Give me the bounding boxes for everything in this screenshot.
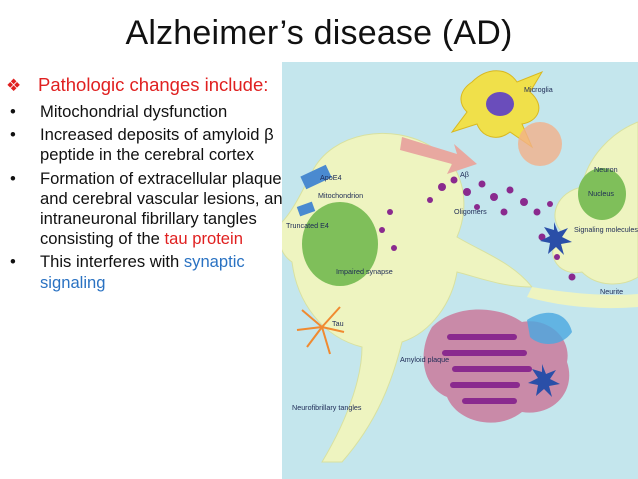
bullet-highlight-tau: tau protein — [165, 229, 243, 248]
label-nucleus: Nucleus — [588, 189, 614, 198]
lead-heading: ❖ Pathologic changes include: — [0, 74, 292, 96]
bullet-dot: • — [10, 252, 16, 272]
label-oligomers: Oligomers — [454, 207, 487, 216]
label-microglia: Microglia — [524, 85, 553, 94]
microglia-nucleus — [486, 92, 514, 116]
bullet-dot: • — [10, 102, 16, 122]
bullet-dot: • — [10, 169, 16, 189]
bullet-item: • Increased deposits of amyloid β peptid… — [0, 125, 292, 165]
bullet-item: • This interferes with synaptic signalin… — [0, 252, 292, 292]
label-neurofibrillary-tangles: Neurofibrillary tangles — [292, 403, 362, 412]
bullet-list: • Mitochondrial dysfunction • Increased … — [0, 102, 292, 293]
label-neurite: Neurite — [600, 287, 623, 296]
label-abeta: Aβ — [460, 170, 469, 179]
label-neuron: Neuron — [594, 165, 618, 174]
bullet-text: This interferes with — [40, 252, 184, 271]
label-impaired-synapse: Impaired synapse — [336, 267, 393, 276]
bullet-text: Mitochondrial dysfunction — [40, 102, 227, 121]
label-tau: Tau — [332, 319, 344, 328]
label-truncated-e4: Truncated E4 — [286, 221, 329, 230]
bullet-dot: • — [10, 125, 16, 145]
bullet-text: Increased deposits of amyloid β peptide … — [40, 125, 274, 164]
alzheimers-illustration: Microglia Neuron Nucleus ApoE4 Mitochond… — [282, 62, 638, 479]
bullet-item: • Mitochondrial dysfunction — [0, 102, 292, 122]
diamond-bullet-icon: ❖ — [6, 75, 21, 97]
label-mitochondrion: Mitochondrion — [318, 191, 363, 200]
label-apoe4: ApoE4 — [320, 173, 342, 182]
tau-aggregate-near-microglia — [518, 122, 562, 166]
bullet-item: • Formation of extracellular plaques and… — [0, 169, 292, 250]
lead-text: Pathologic changes include: — [38, 74, 268, 95]
slide-body: ❖ Pathologic changes include: • Mitochon… — [0, 74, 292, 296]
slide-title: Alzheimer’s disease (AD) — [0, 14, 638, 53]
label-amyloid-plaque: Amyloid plaque — [400, 355, 449, 364]
label-signaling-molecules: Signaling molecules — [574, 225, 638, 234]
